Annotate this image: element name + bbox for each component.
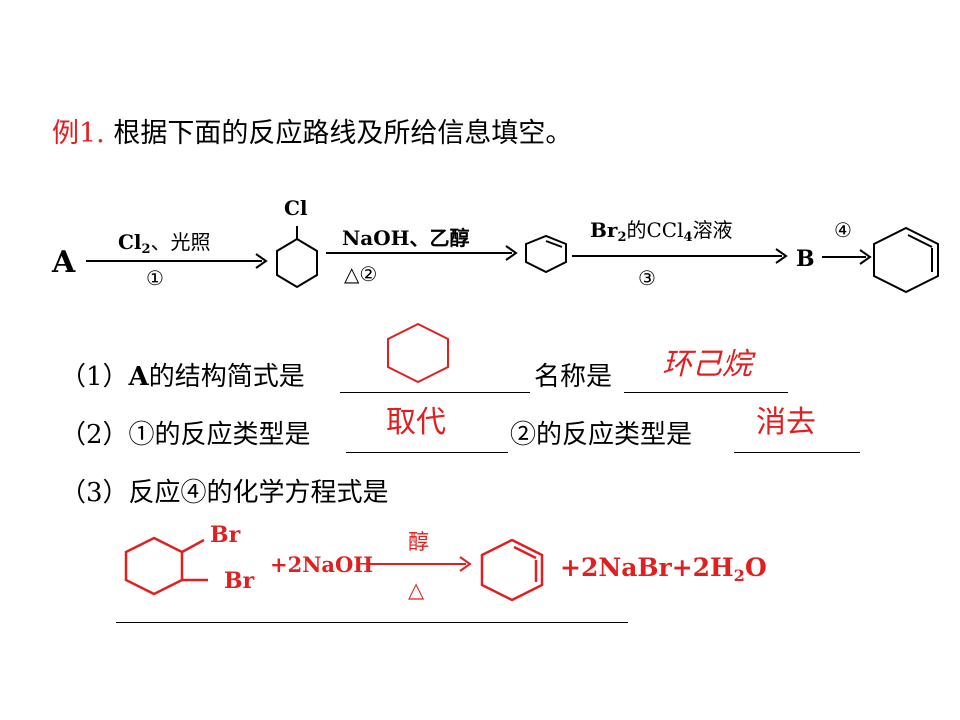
cyclohexadiene-structure [873, 226, 939, 294]
question-2: （2）①的反应类型是 [60, 422, 311, 448]
arrowhead-equation [459, 556, 472, 572]
ccl4-subscript: 4 [683, 229, 693, 245]
step2-condition: △② [344, 262, 378, 286]
arrow-step3 [572, 255, 782, 257]
q3-text: 反应④的化学方程式是 [128, 478, 389, 508]
example-label: 例1. [52, 118, 105, 149]
br2-text: Br [590, 218, 618, 242]
title-text: 根据下面的反应路线及所给信息填空。 [104, 118, 573, 149]
condition-heat: △ [408, 578, 425, 602]
cl-substituent-label: Cl [284, 196, 308, 220]
dibromocyclohexane-structure [124, 536, 208, 596]
q2-blank-2 [734, 452, 860, 453]
water-subscript: 2 [733, 565, 745, 585]
step2-reagent: NaOH、乙醇 [342, 228, 470, 248]
products-text: +2NaBr+2H2O [560, 553, 767, 584]
products-nabr-water: +2NaBr+2H [560, 553, 734, 582]
step4-number: ④ [834, 218, 852, 242]
q2-answer-2: 消去 [756, 405, 816, 440]
step1-reagent: Cl2、光照 [118, 230, 211, 256]
q1-blank-name [624, 392, 788, 393]
compound-b-label: B [796, 246, 815, 272]
water-o: O [744, 553, 767, 582]
condition-alcohol: 醇 [408, 530, 429, 554]
arrow-equation [370, 563, 466, 565]
compound-a-label: A [52, 245, 76, 280]
naoh-ethanol-text: NaOH、乙醇 [342, 226, 470, 250]
br-label-bottom: Br [224, 568, 255, 594]
page-title: 例1. 根据下面的反应路线及所给信息填空。 [52, 120, 572, 147]
arrow-step1 [86, 260, 262, 262]
q1-blank-structure [340, 392, 530, 393]
arrowhead-step1 [255, 253, 268, 269]
arrowhead-step2 [505, 245, 518, 261]
question-1: （1）A的结构简式是 [60, 364, 305, 390]
br2-subscript: 2 [617, 229, 627, 245]
question-3: （3）反应④的化学方程式是 [60, 480, 389, 506]
solution-text: 溶液 [692, 218, 733, 242]
arrowhead-step3 [775, 248, 788, 264]
arrow-step4 [822, 256, 866, 258]
q2-text: ①的反应类型是 [128, 420, 311, 450]
reagent-naoh: +2NaOH [270, 552, 374, 577]
cl2-subscript: 2 [141, 241, 151, 257]
q1-number: （1） [60, 362, 129, 392]
cyclohexene-structure [525, 234, 567, 274]
product-cyclohexadiene-structure [480, 538, 544, 602]
cl2-text: Cl [118, 230, 142, 254]
chlorocyclohexane-structure [276, 226, 318, 289]
q1-text: 的结构简式是 [148, 362, 305, 392]
arrowhead-step4 [859, 249, 872, 265]
q2-blank-1 [346, 452, 508, 453]
q1-answer-cyclohexane-structure [387, 322, 449, 384]
step1-number: ① [146, 266, 164, 290]
q1-compound-a: A [128, 362, 149, 392]
q2-text-2: ②的反应类型是 [510, 420, 693, 450]
arrow-step2 [326, 252, 512, 254]
light-text: 、光照 [150, 230, 211, 254]
q2-answer-1: 取代 [386, 405, 446, 440]
ccl4-text: 的CCl [626, 218, 684, 242]
q3-answer-blank [116, 622, 628, 623]
q3-number: （3） [60, 478, 129, 508]
q2-number: （2） [60, 420, 129, 450]
step3-reagent: Br2的CCl4溶液 [590, 218, 733, 244]
q1-name-prompt: 名称是 [534, 362, 613, 392]
step3-number: ③ [638, 266, 656, 290]
br-label-top: Br [210, 522, 241, 548]
q1-answer-name: 环己烷 [662, 347, 752, 382]
